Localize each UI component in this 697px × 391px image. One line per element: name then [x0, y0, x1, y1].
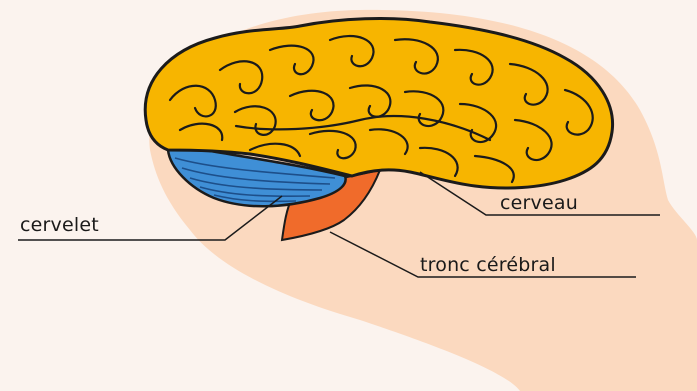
label-cerebrum: cerveau — [500, 192, 578, 214]
label-brainstem: tronc cérébral — [420, 254, 556, 276]
label-cerebellum: cervelet — [20, 214, 99, 236]
